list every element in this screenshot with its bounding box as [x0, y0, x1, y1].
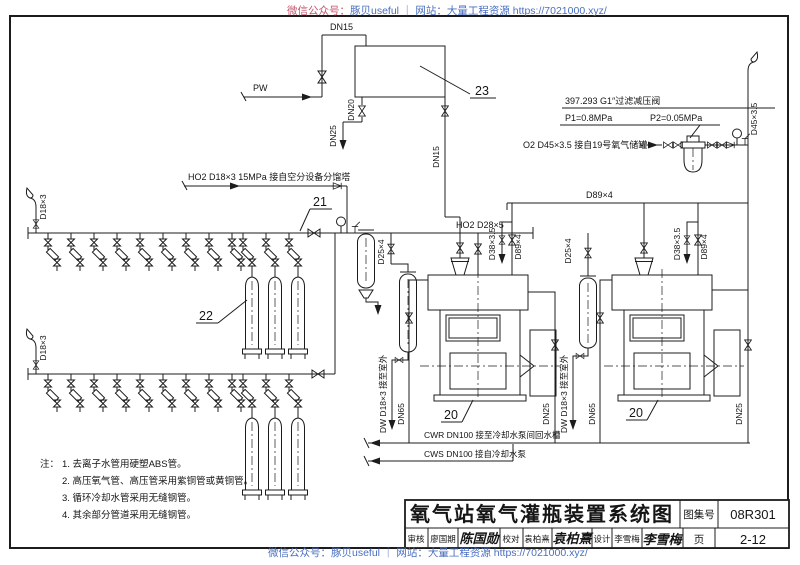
d45x35-label: D45×3.5 — [749, 103, 759, 136]
watermark-bottom-text: 微信公众号：豚贝useful ｜ 网站：大量工程资源 https://70210… — [268, 546, 588, 559]
dw-outdoor-left-label: DW D18×3 接至室外 — [378, 354, 388, 433]
dw-outdoor-right-label: DW D18×3 接至室外 — [559, 354, 569, 433]
reviewer-label: 审核 — [407, 534, 425, 544]
frame — [9, 15, 789, 549]
d38x35-right-label: D38×3.5 — [672, 228, 682, 261]
filter-note-line1: 397.293 G1″过滤减压阀 — [565, 95, 660, 106]
checker-name: 袁柏熹 — [524, 534, 550, 544]
suction-header: D89×4 — [506, 190, 748, 210]
reviewer-signature: 陈国勋 — [459, 531, 500, 546]
note-3: 3. 循环冷却水管采用无缝钢管。 — [62, 492, 196, 504]
notes: 注： 1. 去离子水管用硬塑ABS管。 2. 高压氧气管、高压管采用紫铜管或黄铜… — [40, 458, 253, 521]
note-2: 2. 高压氧气管、高压管采用紫铜管或黄铜管。 — [62, 475, 253, 487]
d89x4-label: D89×4 — [586, 190, 613, 200]
compressor-unit-right: D89×4 D38×3.5 20 DN65 DN25 — [587, 203, 752, 443]
pw-label: PW — [253, 83, 268, 93]
d18x3-row1-label: D18×3 — [38, 194, 48, 220]
atlas-number: 08R301 — [730, 507, 776, 522]
tag-20-right: 20 — [629, 406, 643, 420]
d25x4-left-label: D25×4 — [376, 239, 386, 265]
dn65-left-label: DN65 — [396, 403, 406, 425]
checker-label: 校对 — [502, 534, 520, 544]
tag-21: 21 — [313, 195, 327, 209]
page-label: 页 — [694, 534, 705, 546]
ho2-feed-line: HO2 D18×3 15MPa 接自空分设备分馏塔 — [181, 171, 350, 233]
watermark-bottom: 微信公众号：豚贝useful ｜ 网站：大量工程资源 https://70210… — [268, 546, 588, 559]
d25x4-right-label: D25×4 — [563, 238, 573, 264]
tag-23: 23 — [475, 84, 489, 98]
dn25-label: DN25 — [328, 125, 338, 147]
note-1: 1. 去离子水管用硬塑ABS管。 — [62, 458, 187, 470]
drawing-title: 氧气站氧气灌瓶装置系统图 — [409, 502, 674, 526]
filling-manifold-row1: D18×3 21 HO2 D28×5 22 — [25, 187, 534, 360]
tag-22: 22 — [199, 309, 213, 323]
pw-tank-circuit: PW DN15 23 DN20 DN25 DN15 — [240, 22, 496, 258]
tag-20-left: 20 — [444, 408, 458, 422]
dn25-left-label: DN25 — [541, 403, 551, 425]
p2-label: P2=0.05MPa — [650, 113, 702, 123]
watermark-top: 微信公众号：豚贝useful ｜ 网站：大量工程资源 https://70210… — [287, 4, 607, 17]
watermark-top-text: 微信公众号：豚贝useful ｜ 网站：大量工程资源 https://70210… — [287, 4, 607, 17]
dryer-vessels: D25×4 DW D18×3 接至室外 D25×4 DW D18×3 接至室外 — [357, 229, 597, 433]
atlas-label: 图集号 — [683, 508, 715, 521]
compressor-unit-left: D89×4 D38×3.5 20 DN65 DN25 — [396, 203, 561, 443]
d18x3-row2-label: D18×3 — [38, 335, 48, 361]
d89x4-right-drop-label: D89×4 — [699, 234, 709, 260]
o2-inlet-label: O2 D45×3.5 接自19号氧气储罐 — [523, 139, 647, 150]
ho2-feed-label: HO2 D18×3 15MPa 接自空分设备分馏塔 — [188, 171, 350, 182]
designer-name: 李雪梅 — [614, 534, 640, 544]
d89x4-left-drop-label: D89×4 — [513, 234, 523, 260]
checker-signature: 袁柏熹 — [552, 531, 593, 546]
note-4: 4. 其余部分管道采用无缝钢管。 — [62, 509, 196, 521]
o2-inlet-circuit: 397.293 G1″过滤减压阀 P1=0.8MPa P2=0.05MPa O2… — [523, 51, 775, 443]
page-number: 2-12 — [740, 532, 766, 547]
p1-label: P1=0.8MPa — [565, 113, 612, 123]
cooling-water-lines: CWR DN100 接至冷却水泵间回水槽 CWS DN100 接自冷却水泵 — [363, 430, 750, 467]
filling-manifold-row2: D18×3 — [25, 233, 336, 501]
gas-holder-tank — [354, 45, 446, 98]
dn65-right-label: DN65 — [587, 403, 597, 425]
d38x35-left-label: D38×3.5 — [487, 228, 497, 261]
reviewer-name: 廖国期 — [430, 534, 456, 544]
designer-label: 设计 — [593, 534, 611, 544]
dn15-vert-label: DN15 — [431, 146, 441, 168]
notes-prefix: 注： — [40, 458, 59, 470]
cws-label: CWS DN100 接自冷却水泵 — [424, 449, 527, 459]
filter-reducer — [680, 135, 706, 173]
dn25-right-label: DN25 — [734, 403, 744, 425]
dn15-top-label: DN15 — [330, 22, 353, 32]
ho2-d28x5-label: HO2 D28×5 — [456, 220, 504, 230]
designer-signature: 李雪梅 — [642, 532, 683, 547]
title-block: 氧气站氧气灌瓶装置系统图 图集号 08R301 审核 廖国期 陈国勋 校对 袁柏… — [404, 499, 790, 549]
cwr-label: CWR DN100 接至冷却水泵间回水槽 — [424, 430, 561, 440]
dn20-label: DN20 — [346, 99, 356, 121]
